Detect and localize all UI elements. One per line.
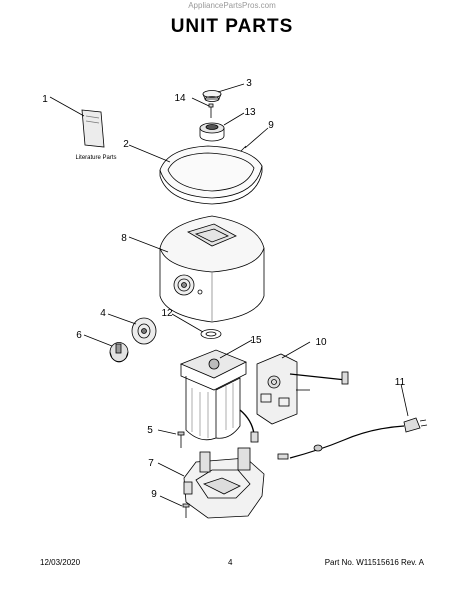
- callout-11: 11: [395, 377, 406, 388]
- callout-7: 7: [148, 458, 154, 469]
- callout-2: 2: [123, 139, 129, 150]
- screw-part: [208, 103, 214, 118]
- callout-5: 5: [147, 425, 153, 436]
- callout-3: 3: [246, 78, 252, 89]
- callout-10: 10: [315, 337, 327, 348]
- callout-4: 4: [100, 308, 106, 319]
- screw-part-9-lower: [182, 503, 190, 518]
- dial-plate: [131, 317, 157, 345]
- literature-parts-label: Literature Parts: [75, 155, 116, 161]
- ring-part: [200, 329, 222, 339]
- gasket-tray: [159, 145, 263, 205]
- page-title: UNIT PARTS: [170, 16, 294, 37]
- motor-assembly: [179, 349, 259, 443]
- power-cord: [277, 417, 428, 460]
- callout-8: 8: [121, 233, 127, 244]
- cap-part: [202, 90, 222, 102]
- callout-9-upper: 9: [268, 120, 274, 131]
- callout-15: 15: [250, 335, 262, 346]
- bottom-base: [183, 447, 265, 519]
- callout-14: 14: [174, 93, 186, 104]
- callout-12: 12: [161, 308, 173, 319]
- callout-6: 6: [76, 330, 82, 341]
- base-housing: [159, 215, 265, 323]
- watermark: AppliancePartsPros.com: [188, 1, 276, 10]
- screw-part-5: [177, 431, 185, 448]
- coupler-part: [199, 122, 225, 142]
- callout-13: 13: [244, 107, 256, 118]
- footer-date: 12/03/2020: [40, 558, 81, 567]
- footer-part-number: Part No. W11515616 Rev. A: [324, 558, 424, 567]
- leader-lines: [49, 83, 409, 507]
- knob-part: [109, 342, 129, 363]
- footer-page-number: 4: [228, 558, 233, 567]
- callout-9-lower: 9: [151, 489, 157, 500]
- control-board: [256, 353, 349, 425]
- literature-booklet: [81, 109, 105, 148]
- callout-1: 1: [42, 94, 48, 105]
